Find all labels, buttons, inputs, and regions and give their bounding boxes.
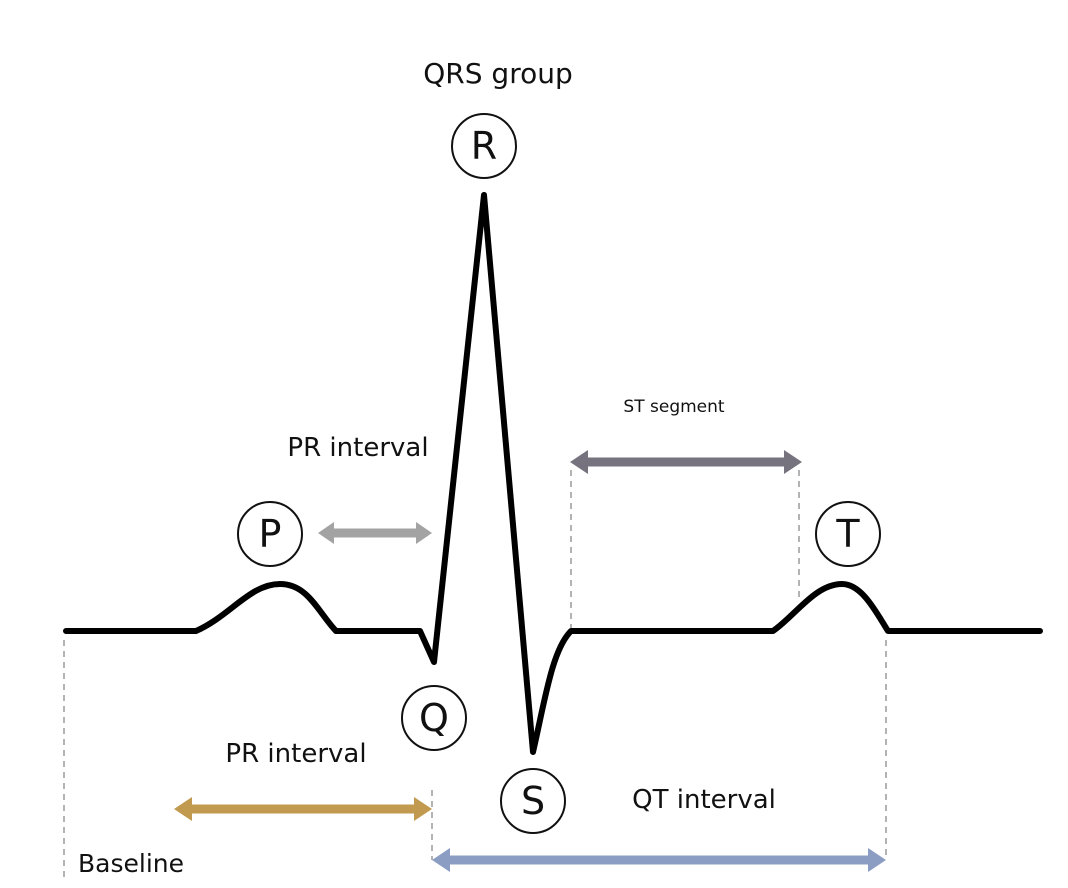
wave-t-label: T [835, 512, 860, 556]
qt-interval-label: QT interval [632, 785, 776, 815]
baseline-label: Baseline [78, 849, 184, 878]
wave-s-marker: S [500, 768, 566, 834]
pr-interval-label-bottom: PR interval [225, 739, 366, 769]
wave-p-marker: P [237, 501, 303, 567]
wave-q-marker: Q [401, 685, 467, 751]
st-segment-arrow [570, 450, 802, 474]
wave-t-marker: T [815, 501, 881, 567]
wave-q-label: Q [419, 696, 449, 740]
wave-s-label: S [521, 779, 545, 823]
pr-interval-arrow-bottom [174, 797, 432, 821]
pr-interval-arrow-top [318, 522, 432, 544]
pr-interval-label-top: PR interval [287, 433, 428, 463]
ecg-trace [63, 192, 1043, 755]
qt-interval-arrow [432, 848, 886, 872]
st-segment-label: ST segment [623, 397, 724, 417]
wave-p-label: P [259, 512, 282, 556]
wave-r-marker: R [451, 113, 517, 179]
qrs-group-label: QRS group [423, 57, 573, 90]
wave-r-label: R [471, 124, 497, 168]
